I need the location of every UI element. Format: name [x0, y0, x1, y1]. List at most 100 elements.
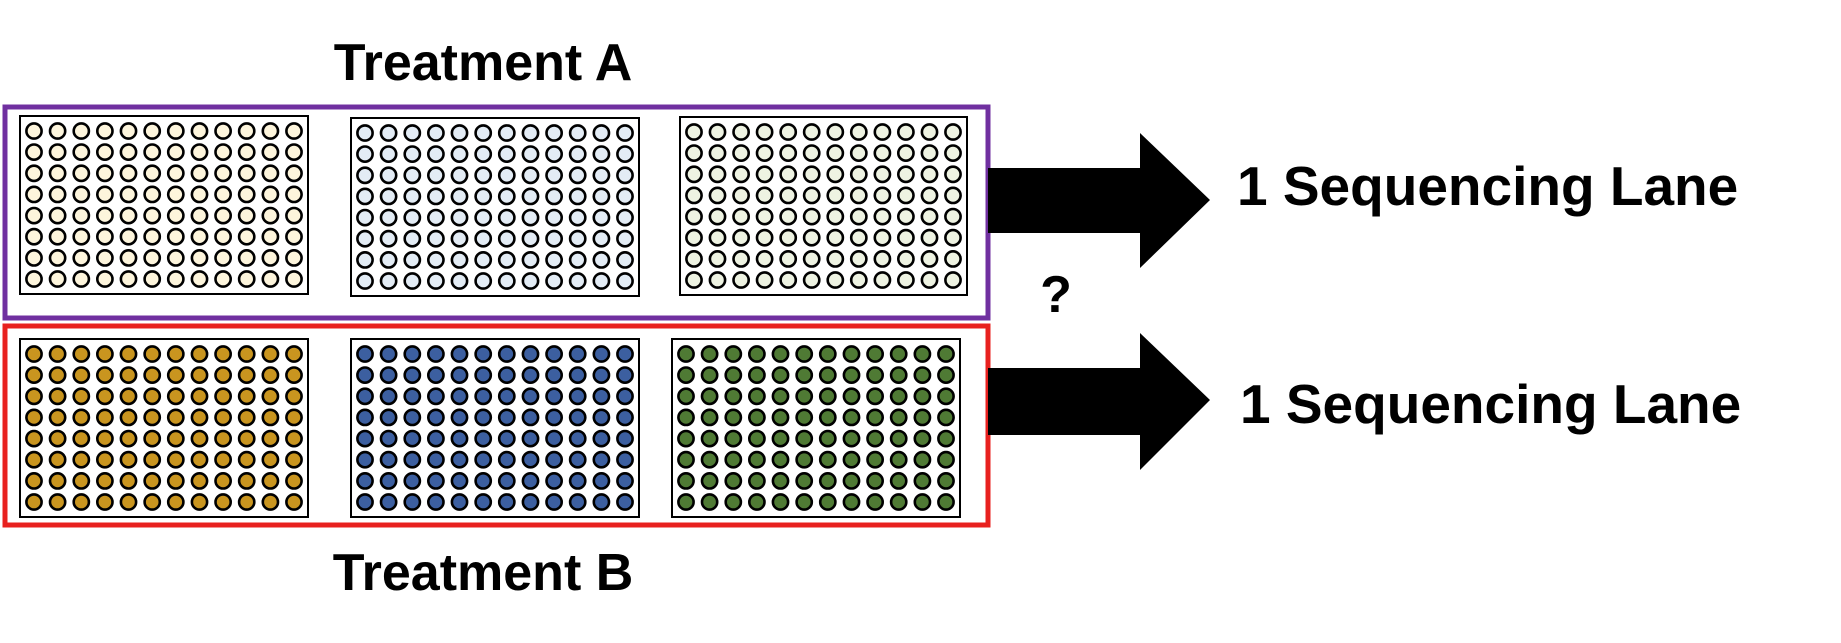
- well: [913, 408, 932, 427]
- well: [920, 249, 939, 268]
- well: [802, 165, 821, 184]
- well: [25, 122, 43, 140]
- well: [356, 229, 374, 248]
- well: [826, 144, 845, 162]
- well: [732, 207, 750, 226]
- well: [849, 228, 868, 247]
- well: [214, 408, 232, 427]
- well: [214, 493, 232, 511]
- well: [237, 248, 256, 267]
- well: [616, 187, 634, 206]
- well: [616, 145, 634, 163]
- well: [119, 206, 138, 225]
- well: [592, 272, 611, 290]
- well: [356, 429, 374, 448]
- well: [497, 471, 516, 490]
- well: [474, 387, 493, 406]
- well: [48, 248, 67, 267]
- well: [166, 429, 185, 448]
- well: [474, 208, 493, 227]
- well: [521, 471, 540, 490]
- well: [474, 345, 493, 363]
- well: [474, 450, 493, 469]
- well: [708, 228, 727, 247]
- well: [724, 408, 743, 427]
- well: [285, 345, 303, 363]
- well: [913, 493, 932, 511]
- well: [897, 249, 915, 268]
- well: [826, 186, 845, 205]
- well: [48, 493, 67, 511]
- well: [214, 185, 232, 204]
- well: [795, 387, 814, 406]
- well: [897, 144, 915, 162]
- well: [356, 345, 374, 363]
- well: [700, 408, 719, 427]
- well: [545, 450, 563, 469]
- well: [732, 186, 750, 205]
- well: [237, 270, 256, 288]
- well: [842, 429, 861, 448]
- well: [724, 345, 743, 363]
- well: [842, 450, 861, 469]
- well: [403, 471, 422, 490]
- plate-frame: [350, 117, 640, 297]
- well: [521, 408, 540, 427]
- well: [818, 450, 837, 469]
- well: [521, 166, 540, 185]
- well: [795, 366, 814, 384]
- well: [426, 208, 445, 227]
- well: [72, 185, 91, 204]
- well: [818, 345, 837, 363]
- well: [166, 164, 185, 183]
- well: [25, 227, 43, 246]
- well: [677, 471, 695, 490]
- well: [237, 471, 256, 490]
- well: [143, 408, 162, 427]
- well: [237, 387, 256, 406]
- well: [616, 250, 634, 269]
- well: [677, 450, 695, 469]
- well: [771, 450, 790, 469]
- well: [261, 450, 280, 469]
- well: [426, 250, 445, 269]
- plate-b2: [350, 338, 640, 518]
- well: [545, 493, 563, 511]
- well: [700, 450, 719, 469]
- well: [592, 366, 611, 384]
- well: [497, 345, 516, 363]
- well: [700, 493, 719, 511]
- well: [379, 408, 398, 427]
- well: [285, 387, 303, 406]
- well: [261, 471, 280, 490]
- well: [96, 206, 114, 225]
- well: [568, 493, 587, 511]
- well: [119, 387, 138, 406]
- well: [818, 493, 837, 511]
- well: [944, 123, 962, 141]
- well: [795, 345, 814, 363]
- well: [25, 143, 43, 161]
- well: [616, 450, 634, 469]
- well: [96, 387, 114, 406]
- well: [521, 229, 540, 248]
- well: [426, 145, 445, 163]
- well: [166, 206, 185, 225]
- well: [873, 165, 892, 184]
- well: [72, 164, 91, 183]
- well: [944, 165, 962, 184]
- well: [474, 250, 493, 269]
- well: [450, 450, 469, 469]
- well: [261, 408, 280, 427]
- well: [545, 208, 563, 227]
- well: [214, 227, 232, 246]
- well: [474, 366, 493, 384]
- well: [450, 187, 469, 206]
- well: [403, 272, 422, 290]
- well: [261, 248, 280, 267]
- well: [403, 166, 422, 185]
- well: [426, 450, 445, 469]
- well: [450, 250, 469, 269]
- well: [849, 186, 868, 205]
- well: [190, 408, 209, 427]
